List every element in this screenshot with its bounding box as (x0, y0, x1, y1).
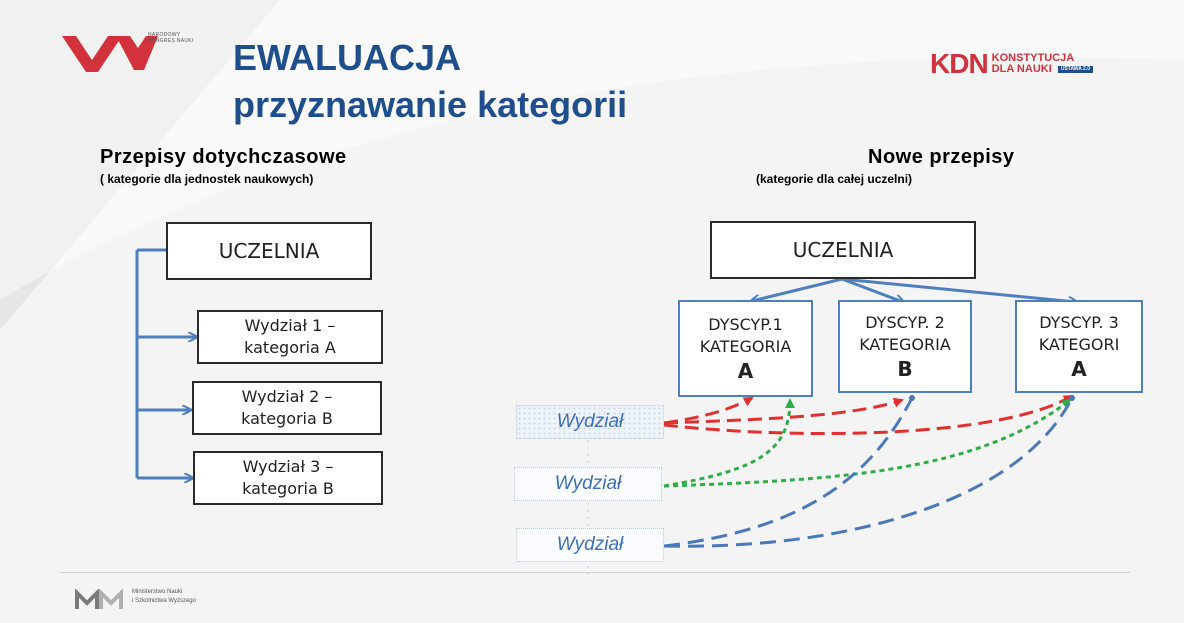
discipline-2-line1: DYSCYP. 2 (865, 312, 945, 332)
discipline-box-2: DYSCYP. 2 KATEGORIA B (838, 300, 972, 393)
discipline-2-category: B (897, 356, 913, 381)
faculty-tag-3: Wydział (516, 528, 664, 562)
discipline-3-line1: DYSCYP. 3 (1039, 312, 1119, 332)
right-root-label: UCZELNIA (792, 238, 894, 262)
page-subtitle: przyznawanie kategorii (233, 84, 628, 125)
right-heading: Nowe przepisy (868, 146, 1015, 168)
faculty-1-line2: kategoria A (244, 338, 336, 357)
right-root-box: UCZELNIA (710, 221, 976, 279)
kdn-logo: KDN KONSTYTUCJA DLA NAUKI USTAWA 2.0 (930, 48, 1094, 80)
right-subheading: (kategorie dla całej uczelni) (756, 172, 913, 186)
ministry-name: Ministerstwo Nauki i Szkolnictwa Wyższeg… (132, 588, 196, 606)
left-subheading: ( kategorie dla jednostek naukowych) (100, 172, 314, 186)
discipline-1-line2: KATEGORIA (699, 336, 792, 356)
left-root-box: UCZELNIA (166, 222, 372, 280)
discipline-1-category: A (737, 358, 754, 383)
discipline-3-line2: KATEGORI (1038, 334, 1120, 354)
faculty-box-2: Wydział 2 – kategoria B (192, 381, 382, 435)
faculty-3-line1: Wydział 3 – (242, 457, 334, 476)
discipline-3-category: A (1071, 356, 1087, 381)
discipline-1-line1: DYSCYP.1 (708, 314, 783, 334)
left-heading: Przepisy dotychczasowe (100, 146, 347, 168)
kdn-text-line1: KONSTYTUCJA (991, 52, 1075, 64)
faculty-3-line2: kategoria B (242, 479, 334, 498)
ministry-name-line2: i Szkolnictwa Wyższego (132, 598, 196, 604)
logo-left-text: NARODOWY KONGRES NAUKI (148, 32, 194, 44)
faculty-box-1: Wydział 1 – kategoria A (197, 310, 383, 364)
faculty-tag-1: Wydział (516, 405, 664, 439)
left-root-label: UCZELNIA (218, 239, 320, 263)
discipline-2-line2: KATEGORIA (859, 334, 951, 354)
faculty-2-line1: Wydział 2 – (241, 387, 333, 406)
ministry-logo-icon (75, 589, 123, 609)
kdn-text: KONSTYTUCJA DLA NAUKI USTAWA 2.0 (991, 52, 1094, 75)
kdn-badge: USTAWA 2.0 (1057, 65, 1094, 73)
kdn-text-line2: DLA NAUKI (991, 63, 1052, 75)
kdn-mark: KDN (930, 48, 989, 79)
faculty-2-line2: kategoria B (241, 409, 333, 428)
discipline-box-1: DYSCYP.1 KATEGORIA A (678, 300, 813, 397)
faculty-1-line1: Wydział 1 – (244, 316, 336, 335)
discipline-box-3: DYSCYP. 3 KATEGORI A (1015, 300, 1143, 393)
faculty-tag-2: Wydział (514, 467, 662, 501)
ministry-name-line1: Ministerstwo Nauki (132, 589, 183, 595)
footer-divider (60, 572, 1130, 573)
page-title: EWALUACJA (233, 37, 462, 78)
faculty-box-3: Wydział 3 – kategoria B (193, 451, 383, 505)
kongres-logo-icon (62, 36, 158, 72)
